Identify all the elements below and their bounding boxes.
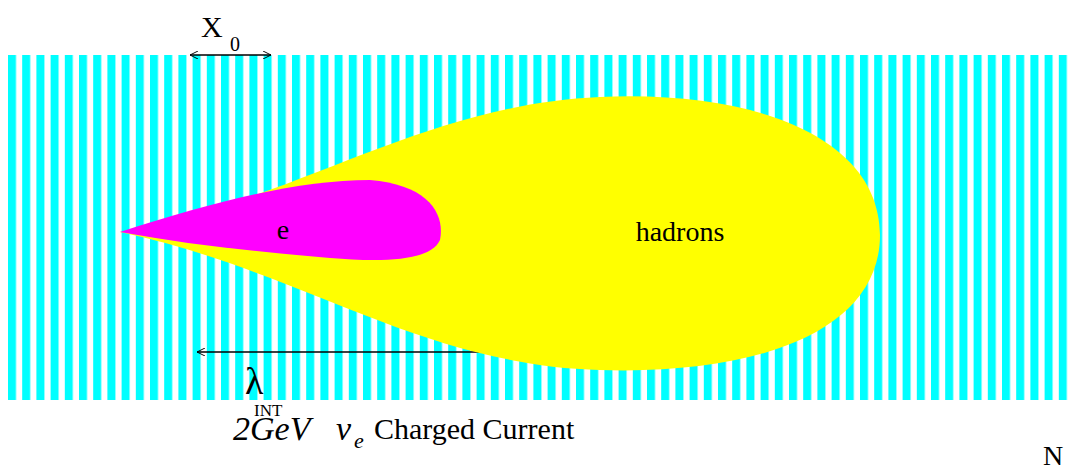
neutrino-subscript: e [354, 430, 364, 452]
interaction-label: Charged Current [374, 414, 574, 444]
lambda-symbol: λ [245, 362, 263, 400]
absorber-stripes [8, 55, 1072, 400]
hadron-shower: hadrons e [120, 90, 884, 380]
shower-label: e [277, 216, 289, 244]
lambda-arrow [197, 351, 500, 352]
electron-shower: e [120, 178, 450, 268]
x0-symbol: X [201, 12, 223, 42]
shower-outline [120, 96, 880, 370]
x0-subscript: 0 [230, 34, 240, 54]
corner-letter: N [1043, 442, 1063, 470]
x0-arrow [190, 54, 271, 55]
energy-label: 2GeV [233, 412, 310, 446]
shower-label: hadrons [636, 218, 725, 246]
neutrino-symbol: ν [336, 412, 351, 446]
shower-outline [120, 180, 441, 260]
